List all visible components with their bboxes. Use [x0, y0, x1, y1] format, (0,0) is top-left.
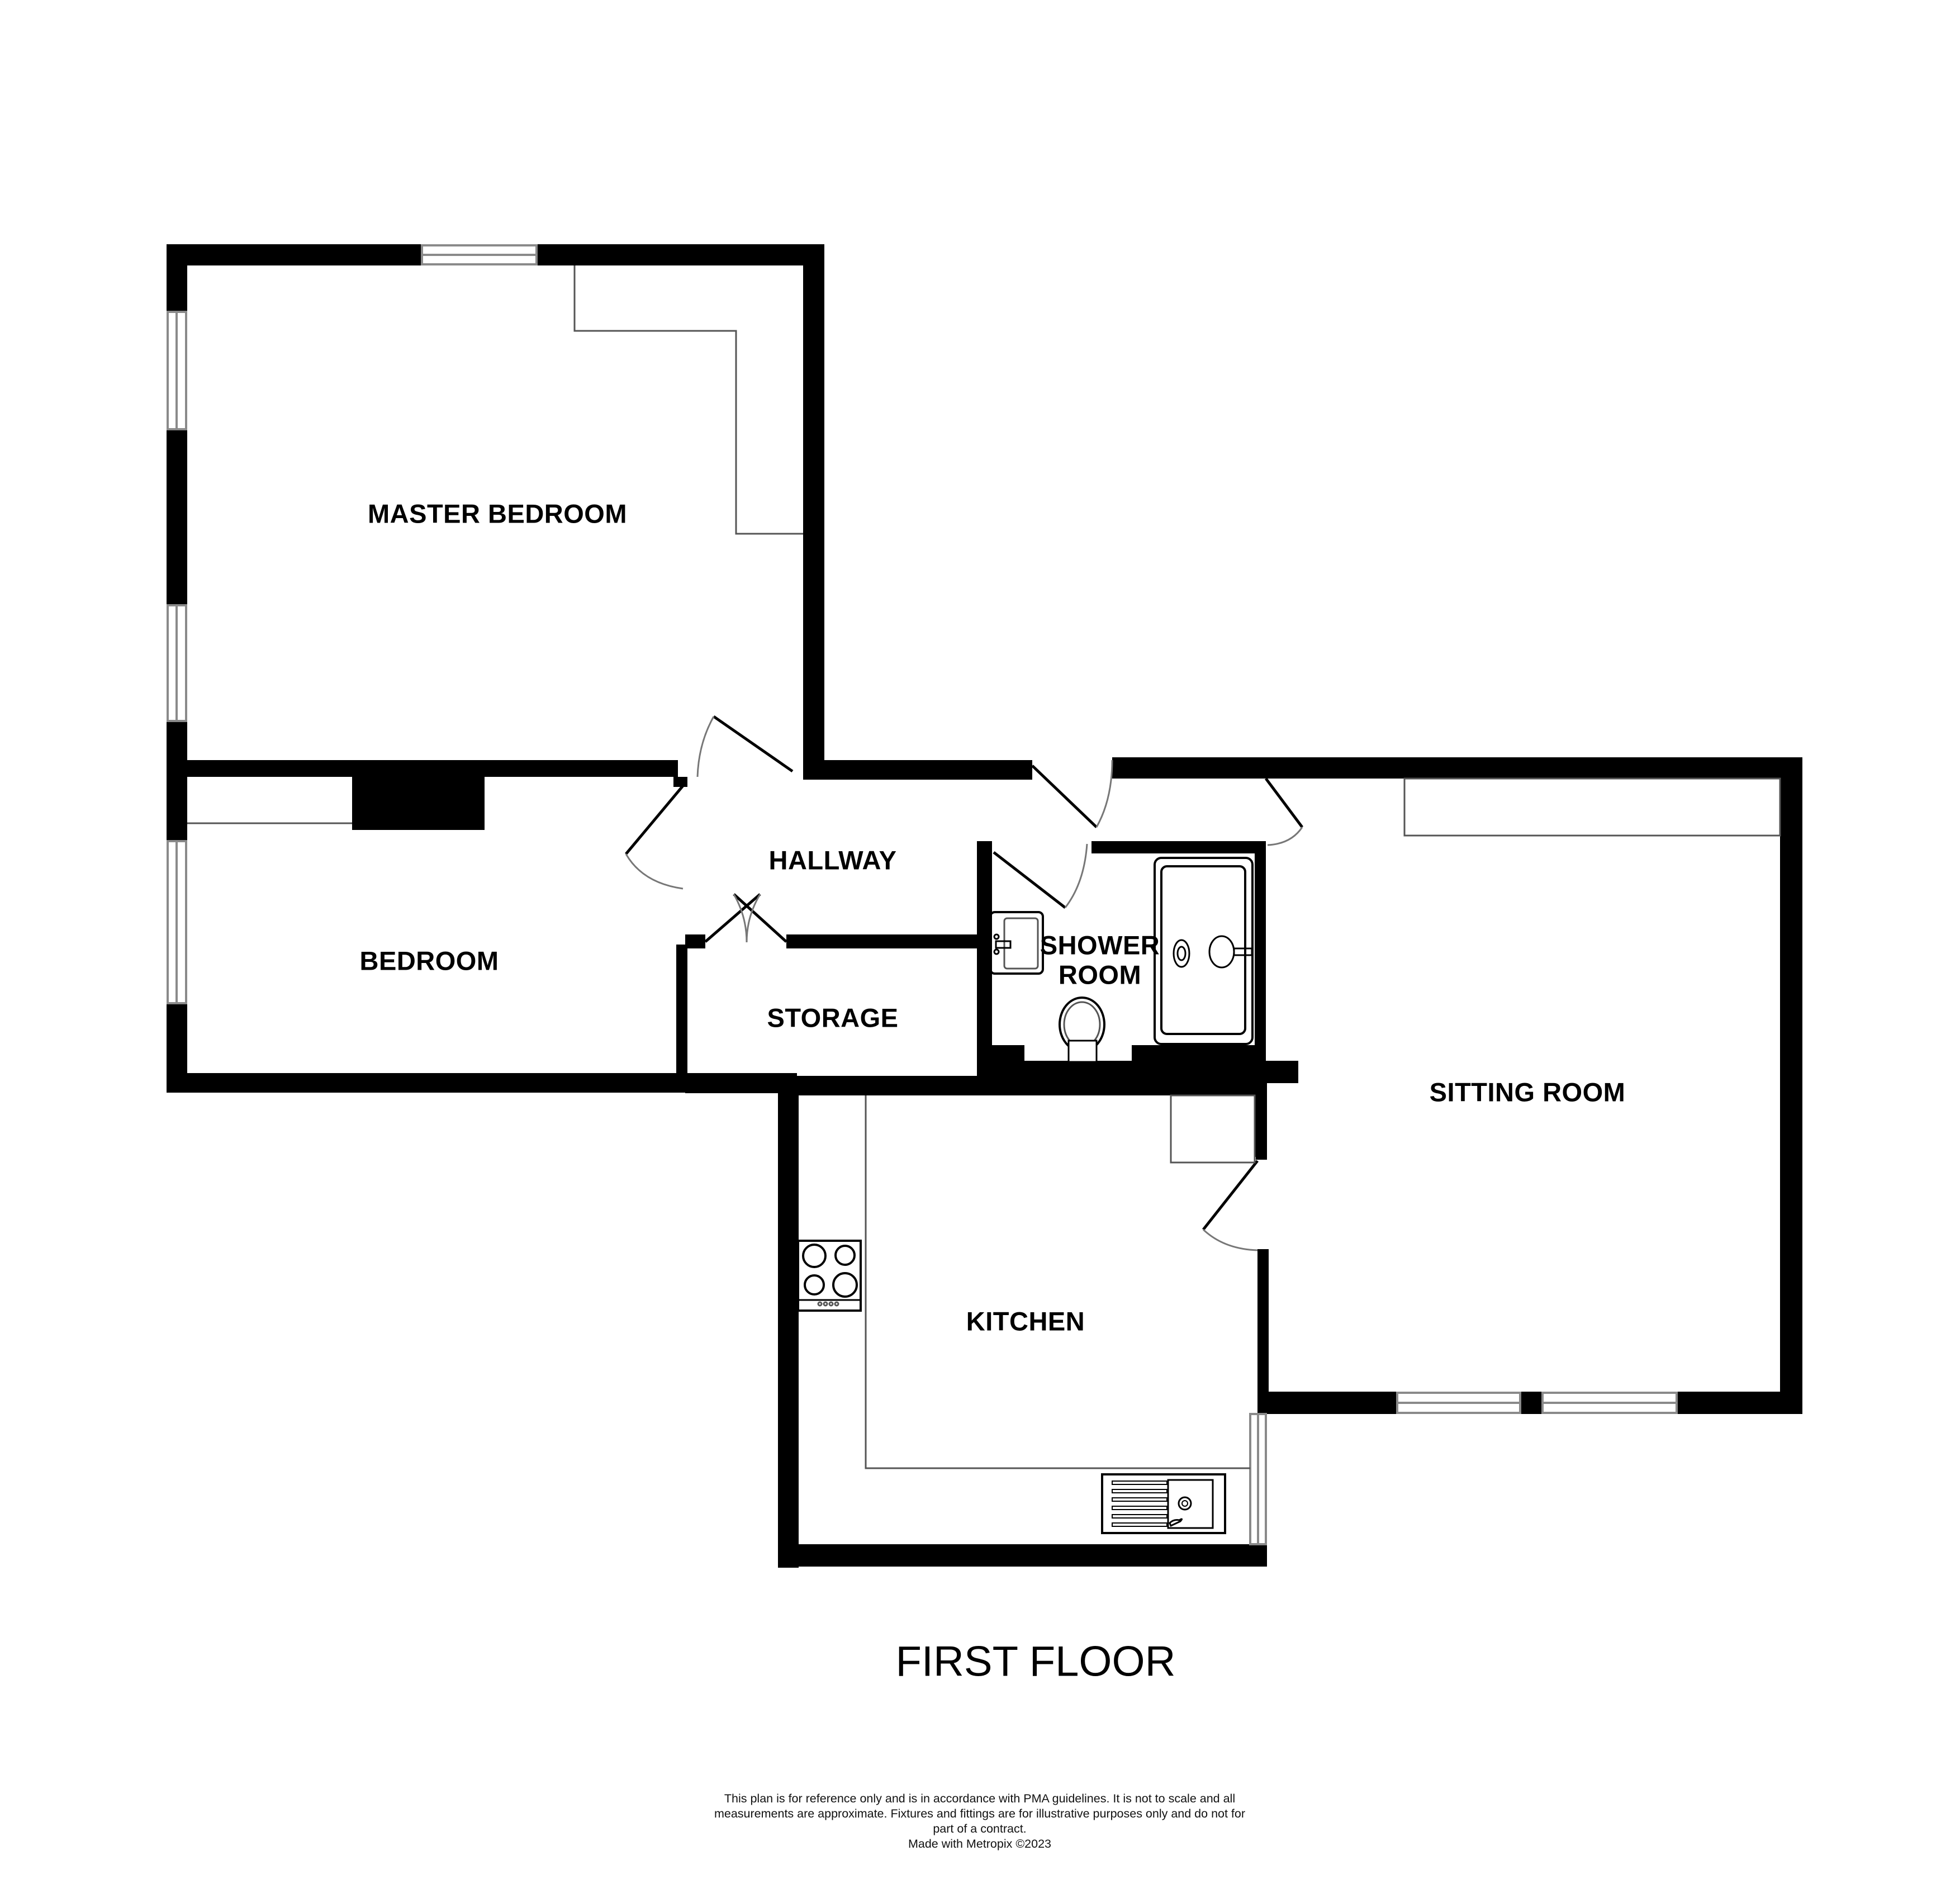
kitchen-worktop	[865, 1095, 1250, 1469]
hob	[797, 1240, 862, 1312]
bedroom-walls	[167, 777, 692, 1093]
door-shower-room	[993, 843, 1088, 909]
door-kitchen-sitting	[1202, 1160, 1259, 1251]
room-label-bedroom: BEDROOM	[359, 946, 499, 976]
hallway-walls	[803, 757, 1802, 780]
room-label-sitting-room: SITTING ROOM	[1429, 1077, 1626, 1107]
disclaimer-line-2: measurements are approximate. Fixtures a…	[714, 1807, 1246, 1820]
window-master-top	[421, 244, 538, 265]
door-storage-double	[704, 893, 787, 943]
room-label-shower-room: SHOWER ROOM	[1040, 930, 1160, 989]
metropix-credit: Made with Metropix ©2023	[908, 1837, 1052, 1850]
kitchen-walls	[778, 1084, 1267, 1568]
shower-room-walls	[975, 841, 1298, 1157]
door-master-bedroom	[696, 715, 794, 777]
built-in-wardrobe	[573, 265, 803, 535]
room-label-kitchen: KITCHEN	[966, 1306, 1085, 1336]
chimney-breast	[352, 774, 485, 830]
wash-basin	[989, 911, 1044, 975]
shower-tray	[1154, 857, 1254, 1045]
room-label-master-bedroom: MASTER BEDROOM	[368, 499, 627, 529]
door-sitting-room-top	[1264, 777, 1304, 846]
window-kitchen-right	[1249, 1413, 1267, 1545]
window-sitting-right	[1541, 1392, 1678, 1414]
kitchen-corner-unit	[1170, 1094, 1256, 1164]
sitting-room-unit	[1403, 777, 1781, 837]
sink-with-drainer	[1101, 1473, 1226, 1534]
disclaimer-line-3: part of a contract.	[933, 1822, 1027, 1835]
door-bedroom	[625, 785, 684, 890]
disclaimer-line-1: This plan is for reference only and is i…	[724, 1792, 1236, 1805]
sitting-room-walls	[1256, 757, 1802, 1414]
window-sitting-left	[1396, 1392, 1521, 1414]
window-bedroom-left	[167, 840, 187, 1004]
floor-title: FIRST FLOOR	[895, 1638, 1176, 1686]
window-master-left-upper	[167, 311, 187, 430]
toilet	[1059, 997, 1105, 1063]
window-master-left-lower	[167, 604, 187, 722]
room-label-hallway: HALLWAY	[768, 845, 897, 875]
disclaimer: This plan is for reference only and is i…	[644, 1791, 1315, 1852]
room-label-storage: STORAGE	[767, 1003, 899, 1033]
master-bedroom-walls	[167, 244, 824, 841]
door-hallway-sitting	[1031, 760, 1113, 828]
